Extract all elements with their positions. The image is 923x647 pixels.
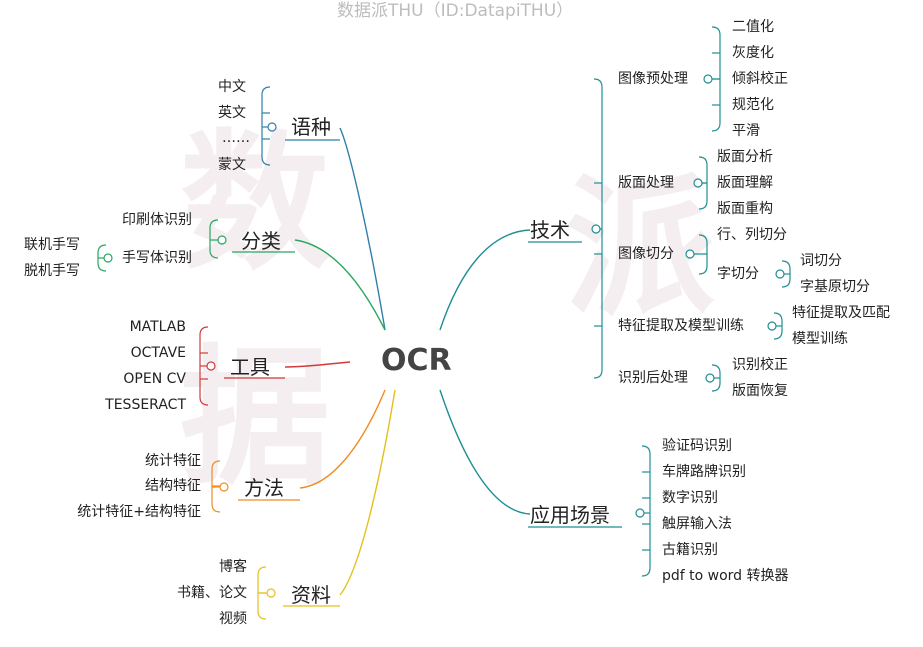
branch-technology[interactable]: 技术 — [530, 218, 570, 242]
watermark-char: 数 — [180, 117, 330, 291]
leaf-books[interactable]: 书籍、论文 — [177, 585, 247, 601]
tech-postprocess[interactable]: 识别后处理 — [618, 370, 688, 386]
tech-feature-model[interactable]: 特征提取及模型训练 — [618, 318, 744, 334]
leaf-blog[interactable]: 博客 — [219, 559, 247, 575]
header-title: 数据派THU（ID:DatapiTHU） — [337, 1, 574, 21]
link-applications — [439, 389, 531, 515]
leaf-mongolian[interactable]: 蒙文 — [218, 157, 246, 173]
link-category — [294, 239, 386, 331]
leaf-recog-correct[interactable]: 识别校正 — [732, 357, 788, 373]
branch-resources[interactable]: 资料 — [291, 583, 331, 607]
tech-preprocess[interactable]: 图像预处理 — [618, 71, 688, 87]
leaf-layout-restore[interactable]: 版面恢复 — [732, 383, 788, 399]
branch-language[interactable]: 语种 — [291, 115, 331, 139]
branch-tools[interactable]: 工具 — [230, 355, 270, 379]
leaf-word-seg[interactable]: 词切分 — [800, 253, 842, 269]
leaf-ancient-book[interactable]: 古籍识别 — [662, 542, 718, 558]
leaf-online-hand[interactable]: 联机手写 — [24, 237, 80, 253]
collapse-dot — [767, 321, 777, 331]
leaf-deskew[interactable]: 倾斜校正 — [732, 71, 788, 87]
bracket — [209, 219, 219, 259]
collapse-dot — [775, 269, 785, 279]
collapse-dot — [219, 482, 229, 492]
leaf-offline-hand[interactable]: 脱机手写 — [24, 263, 80, 279]
collapse-dot — [703, 74, 713, 84]
leaf-char-seg[interactable]: 字切分 — [717, 266, 759, 282]
link-language — [339, 127, 386, 331]
collapse-dot — [266, 588, 276, 598]
branch-method[interactable]: 方法 — [244, 476, 284, 500]
leaf-digit[interactable]: 数字识别 — [662, 490, 718, 506]
collapse-dot — [705, 373, 715, 383]
watermark-char: 派 — [565, 162, 715, 336]
leaf-struct-feature[interactable]: 结构特征 — [145, 478, 201, 494]
tech-layout[interactable]: 版面处理 — [618, 175, 674, 191]
leaf-combined-feature[interactable]: 统计特征+结构特征 — [77, 504, 201, 520]
leaf-printed[interactable]: 印刷体识别 — [122, 212, 192, 228]
branch-applications[interactable]: 应用场景 — [530, 503, 610, 527]
leaf-plate[interactable]: 车牌路牌识别 — [662, 464, 746, 480]
leaf-handwritten[interactable]: 手写体识别 — [122, 250, 192, 266]
leaf-opencv[interactable]: OPEN CV — [123, 371, 186, 387]
leaf-layout-understand[interactable]: 版面理解 — [717, 175, 773, 191]
leaf-feature-match[interactable]: 特征提取及匹配 — [792, 305, 890, 321]
leaf-tesseract[interactable]: TESSERACT — [105, 397, 186, 413]
leaf-grayscale[interactable]: 灰度化 — [732, 45, 774, 61]
collapse-dot — [693, 178, 703, 188]
leaf-smooth[interactable]: 平滑 — [732, 123, 760, 139]
leaf-model-train[interactable]: 模型训练 — [792, 331, 848, 347]
leaf-english[interactable]: 英文 — [218, 105, 246, 121]
leaf-layout-rebuild[interactable]: 版面重构 — [717, 201, 773, 217]
leaf-pdf-word[interactable]: pdf to word 转换器 — [662, 568, 789, 584]
leaf-touch-ime[interactable]: 触屏输入法 — [662, 516, 732, 532]
leaf-line-col-seg[interactable]: 行、列切分 — [717, 227, 787, 243]
link-tools — [284, 361, 351, 368]
collapse-dot — [635, 508, 645, 518]
center-node[interactable]: OCR — [381, 343, 452, 378]
branch-category[interactable]: 分类 — [241, 229, 281, 253]
bracket — [641, 445, 651, 577]
leaf-matlab[interactable]: MATLAB — [129, 319, 186, 335]
collapse-dot — [103, 253, 113, 263]
link-method — [299, 389, 386, 489]
link-resources — [339, 389, 396, 596]
leaf-octave[interactable]: OCTAVE — [130, 345, 186, 361]
leaf-radical-seg[interactable]: 字基原切分 — [800, 279, 870, 295]
tech-segmentation[interactable]: 图像切分 — [618, 246, 674, 262]
leaf-ellipsis[interactable]: …… — [222, 130, 250, 146]
leaf-normalize[interactable]: 规范化 — [732, 97, 774, 113]
leaf-video[interactable]: 视频 — [219, 611, 247, 627]
leaf-binarize[interactable]: 二值化 — [732, 19, 774, 35]
leaf-captcha[interactable]: 验证码识别 — [662, 438, 732, 454]
collapse-dot — [206, 361, 216, 371]
leaf-chinese[interactable]: 中文 — [218, 79, 246, 95]
collapse-dot — [267, 122, 277, 132]
leaf-layout-analysis[interactable]: 版面分析 — [717, 149, 773, 165]
watermark-char: 据 — [180, 332, 330, 506]
collapse-dot — [591, 224, 601, 234]
bracket — [261, 86, 271, 166]
link-technology — [439, 229, 531, 331]
leaf-stat-feature[interactable]: 统计特征 — [145, 453, 201, 469]
collapse-dot — [685, 249, 695, 259]
collapse-dot — [217, 235, 227, 245]
